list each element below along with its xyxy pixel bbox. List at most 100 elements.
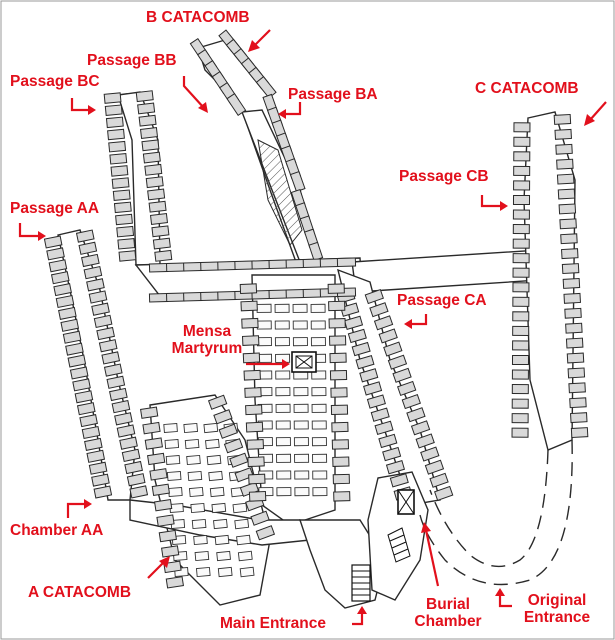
loculus [184,438,200,450]
label-mensa-martyrum: Mensa Martyrum [162,323,252,357]
loculus [511,369,529,380]
loculus [569,397,587,409]
label-original-line1: Original [527,592,587,609]
loculus [81,425,101,440]
loculus [209,486,225,498]
loculus [211,502,227,514]
loculus [217,290,237,301]
loculus [141,139,160,152]
loculus [88,290,108,304]
loculus [560,233,578,245]
loculus [434,485,454,501]
loculus [512,282,530,293]
loculus [311,420,327,430]
loculus [234,260,254,271]
loculus [331,439,350,450]
loculus [72,378,91,392]
loculus [511,427,529,438]
loculus [111,400,131,414]
loculus [328,335,347,346]
loculus [392,367,412,383]
loculus [512,194,531,206]
loculus [154,249,173,262]
loculus [168,487,183,497]
loculus [511,384,529,395]
loculus [513,151,531,162]
loculus [387,354,408,370]
loculus [104,104,123,116]
label-passage-bb: Passage BB [87,52,177,69]
loculus [76,402,96,416]
loculus [331,421,349,433]
loculus [242,352,261,364]
loculus [206,454,222,466]
loculus [251,259,271,270]
loculus [363,381,383,396]
loculus [333,491,351,502]
label-chamber-aa: Chamber AA [10,522,104,539]
loculus [370,407,390,422]
loculus [226,92,247,117]
loculus [429,472,449,488]
loculus [293,420,309,430]
loculus [570,427,589,439]
loculus [274,320,290,330]
loculus [566,352,585,364]
loculus [343,315,364,330]
loculus [241,335,260,346]
loculus [276,453,292,463]
loculus [43,235,63,249]
loculus [275,387,291,397]
loculus [137,102,156,115]
loculus [385,460,406,475]
main-entrance-stairs [351,564,371,602]
loculus [151,483,170,497]
loculus [74,390,94,404]
loculus [302,288,322,299]
loculus [188,486,204,498]
loculus [91,302,110,316]
loculus [239,566,255,578]
loculus [245,421,264,433]
loculus [48,259,68,273]
loculus [239,283,258,295]
loculus [364,289,384,305]
loculus [292,303,308,313]
loculus [69,366,89,380]
loculus [511,354,530,366]
loculus [268,289,288,300]
loculus [285,258,305,269]
loculus [310,337,326,347]
loculus [229,452,249,468]
loculus [163,560,182,574]
loculus [217,260,237,271]
loculus [294,453,310,463]
loculus [105,116,124,129]
loculus [347,328,367,344]
label-passage-ba: Passage BA [288,86,378,103]
loculus [513,165,531,176]
loculus [148,292,169,303]
loculus [383,341,403,357]
loculus [118,250,137,262]
loculus [103,363,123,377]
loculus [236,534,251,546]
loculus [83,266,103,280]
loculus [60,318,80,332]
label-mensa-line1: Mensa [182,323,232,340]
loculus [190,502,206,514]
loculus [424,459,445,475]
loculus [570,412,588,424]
loculus [246,439,265,450]
loculus [46,247,65,261]
loculus [294,487,310,497]
loculus [250,510,270,526]
loculus [139,127,159,139]
loculus [237,550,253,562]
loculus [112,189,131,201]
loculus [116,225,135,238]
loculus [511,413,529,424]
loculus [67,354,87,368]
loculus [106,375,126,389]
loculus [559,218,577,230]
